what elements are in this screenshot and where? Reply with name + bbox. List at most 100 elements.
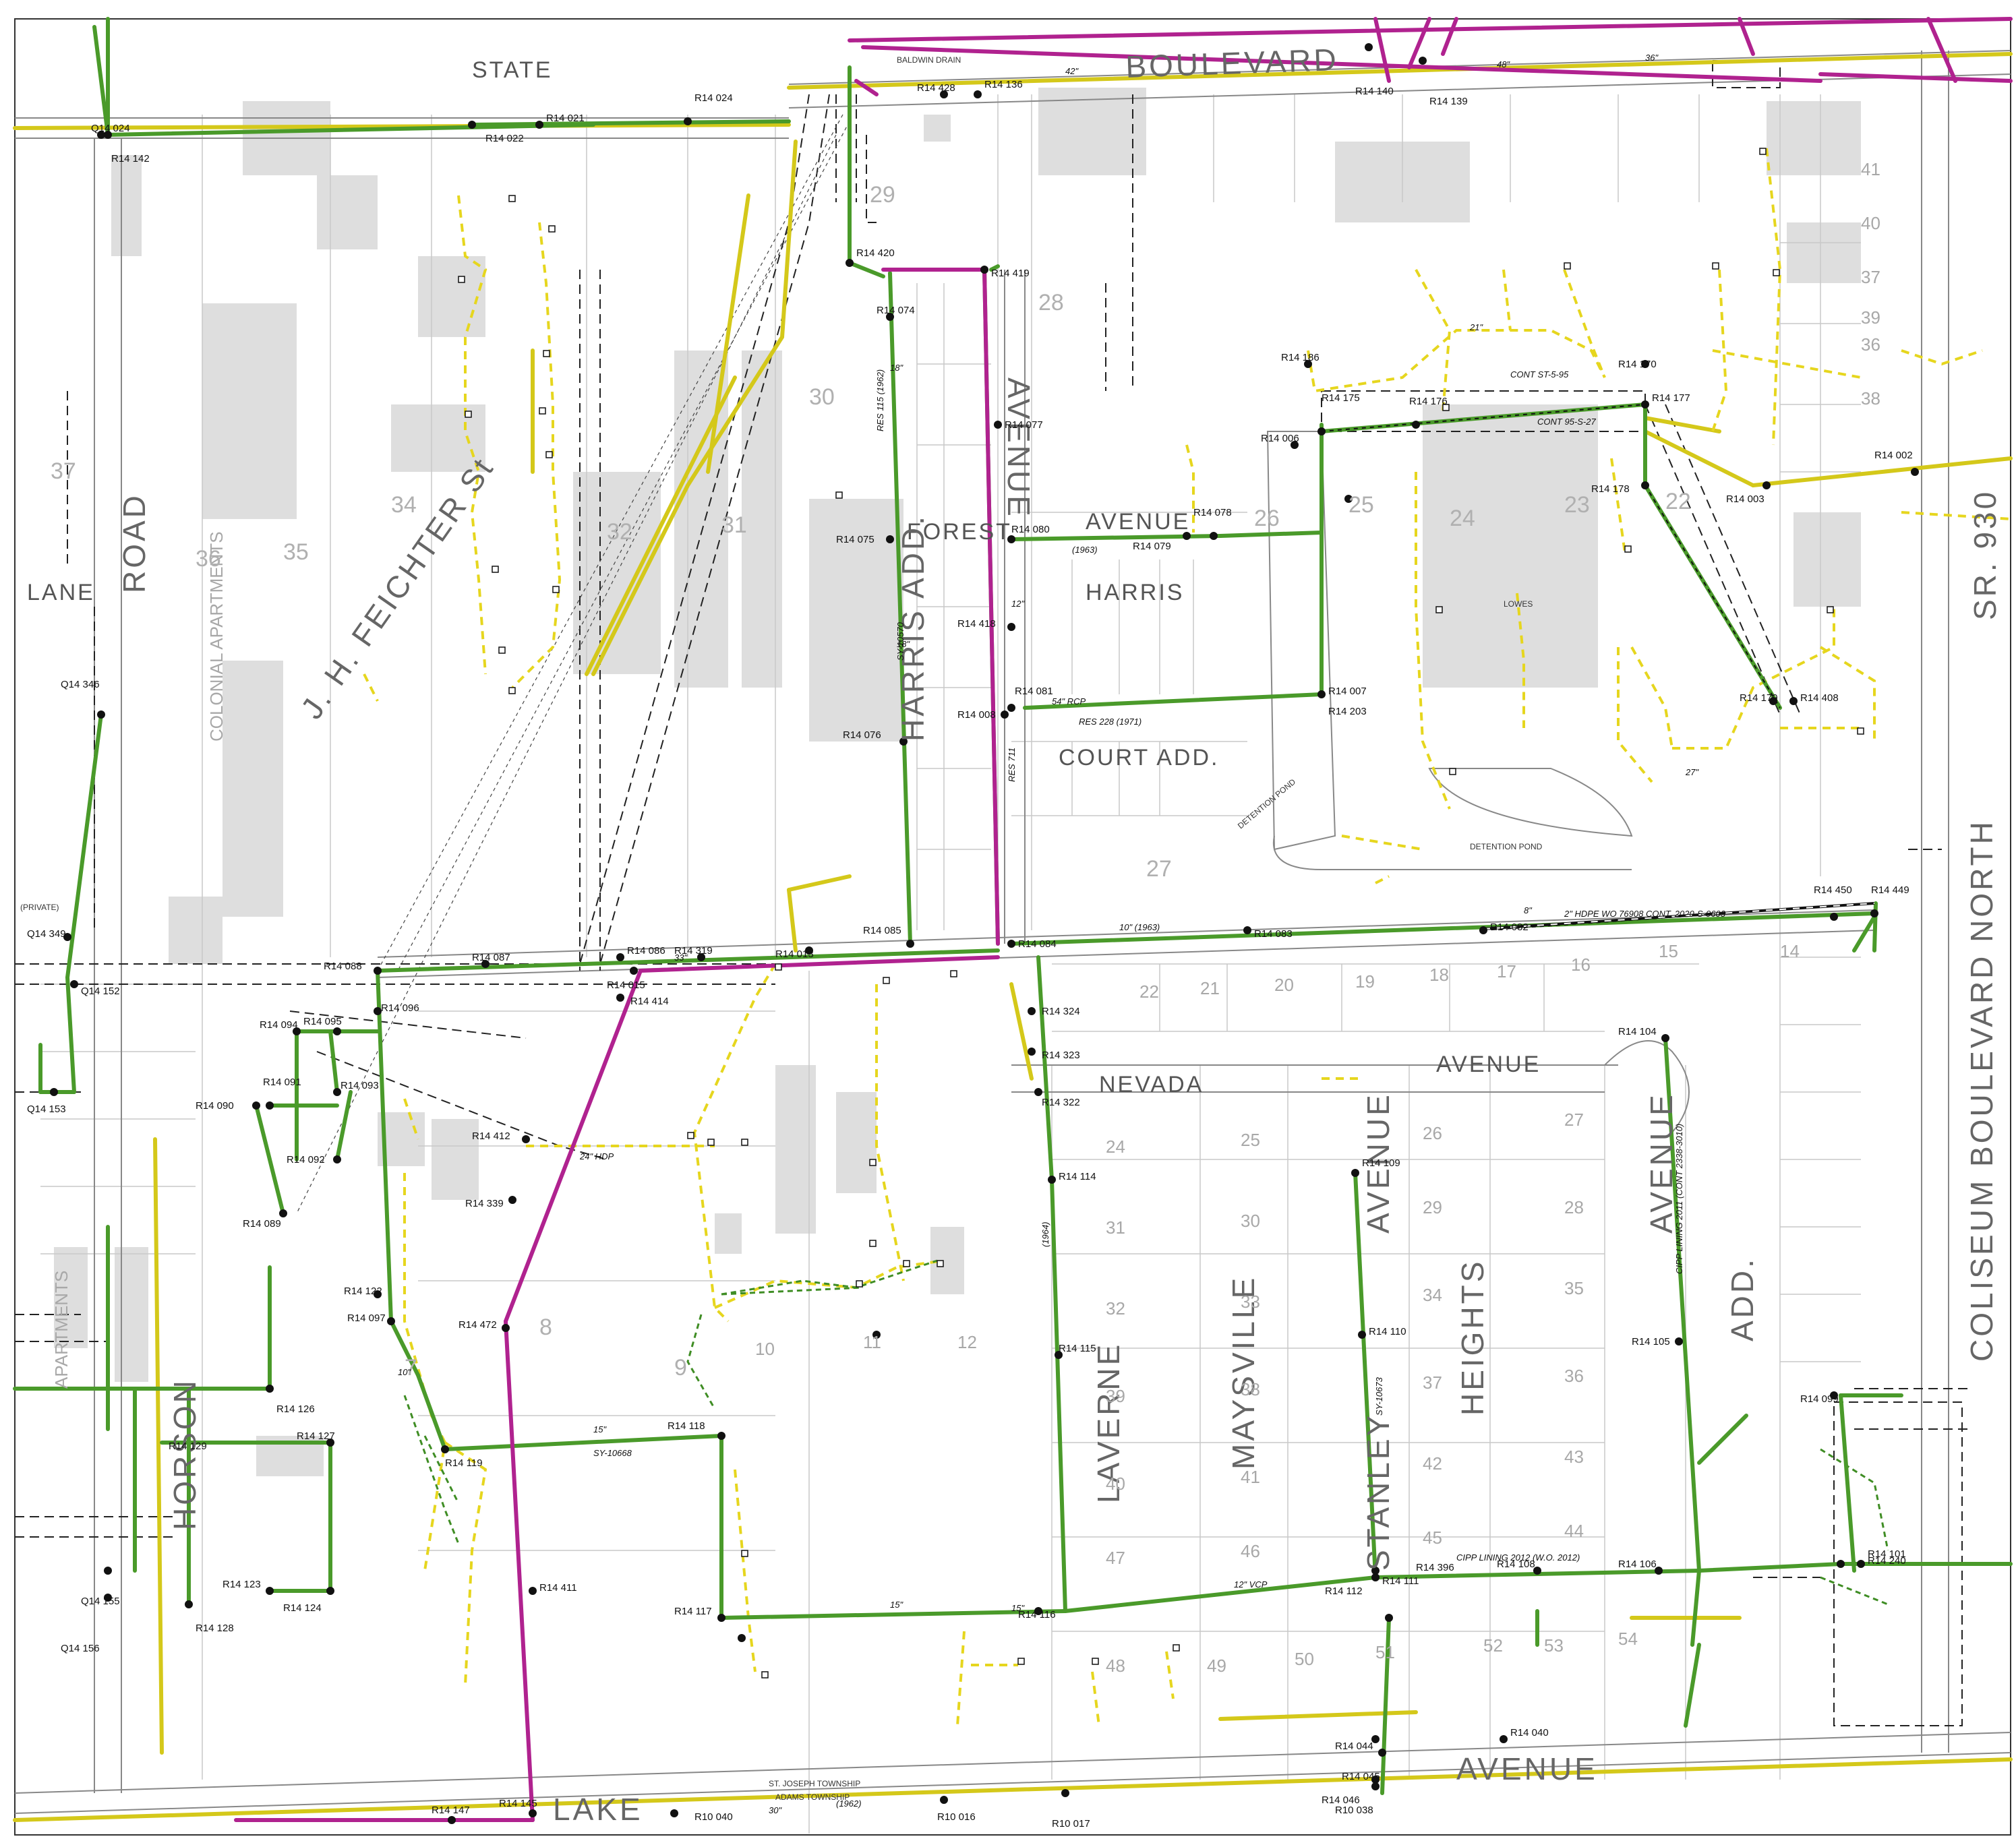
svg-text:30: 30 [1241, 1211, 1260, 1231]
svg-text:R14 179: R14 179 [1740, 692, 1778, 704]
svg-text:36": 36" [1645, 53, 1659, 63]
svg-text:R14 084: R14 084 [1018, 938, 1057, 950]
svg-text:35: 35 [283, 539, 309, 565]
svg-text:(1962): (1962) [836, 1798, 862, 1809]
svg-text:RES 228 (1971): RES 228 (1971) [1079, 717, 1142, 727]
street-state: STATE [472, 57, 553, 83]
svg-text:12: 12 [957, 1332, 977, 1352]
buildings-layer [54, 88, 1861, 1476]
svg-text:R14 324: R14 324 [1042, 1006, 1080, 1017]
street-coliseum: COLISEUM BOULEVARD NORTH [1964, 819, 1999, 1362]
svg-text:42: 42 [1423, 1453, 1442, 1474]
label-apartments: APARTMENTS [51, 1271, 71, 1389]
svg-text:50: 50 [1295, 1649, 1314, 1669]
svg-text:Q14 156: Q14 156 [61, 1643, 100, 1654]
svg-text:RES 115 (1962): RES 115 (1962) [875, 369, 885, 431]
svg-text:25: 25 [1348, 492, 1374, 518]
svg-text:R14 449: R14 449 [1871, 884, 1909, 896]
svg-text:11: 11 [863, 1332, 881, 1352]
svg-text:R14 115: R14 115 [1059, 1343, 1096, 1354]
svg-text:46: 46 [1241, 1541, 1260, 1561]
svg-text:Q14 346: Q14 346 [61, 679, 100, 690]
svg-text:R14 022: R14 022 [485, 133, 524, 144]
svg-text:R14 024: R14 024 [694, 92, 733, 104]
svg-text:R14 021: R14 021 [546, 113, 585, 124]
label-st-joseph: ST. JOSEPH TOWNSHIP [769, 1779, 860, 1788]
svg-text:R14 008: R14 008 [957, 709, 996, 721]
svg-text:R14 086: R14 086 [627, 945, 665, 957]
svg-text:R14 097: R14 097 [347, 1312, 386, 1324]
svg-text:R14 114: R14 114 [1059, 1171, 1096, 1182]
detention-pond [1266, 431, 1336, 851]
svg-text:R14 106: R14 106 [1618, 1559, 1657, 1570]
svg-text:R14 006: R14 006 [1261, 433, 1299, 444]
svg-text:R14 082: R14 082 [1490, 921, 1529, 933]
svg-text:26: 26 [1423, 1123, 1442, 1143]
svg-text:41: 41 [1241, 1467, 1260, 1487]
svg-text:22: 22 [1665, 489, 1691, 514]
svg-text:R14 046: R14 046 [1322, 1794, 1360, 1806]
svg-text:CIPP LINING 2011 (CONT 2338-30: CIPP LINING 2011 (CONT 2338-3010) [1674, 1124, 1684, 1274]
svg-text:R14 396: R14 396 [1416, 1562, 1454, 1573]
svg-text:SY-10673: SY-10673 [1374, 1377, 1384, 1416]
svg-text:15: 15 [1659, 941, 1678, 961]
svg-text:R14 108: R14 108 [1497, 1559, 1535, 1570]
street-avenue-east: AVENUE [1644, 1092, 1679, 1234]
svg-text:R14 128: R14 128 [196, 1623, 234, 1634]
pipe-labels: 54" RCP 18" 12" 18" 33" 15" 15" 15" 12" … [398, 53, 1726, 1815]
street-heights: HEIGHTS [1455, 1259, 1490, 1416]
svg-text:36: 36 [196, 546, 221, 572]
svg-text:R14 088: R14 088 [324, 961, 362, 972]
svg-text:R14 003: R14 003 [1726, 493, 1765, 505]
svg-text:33": 33" [674, 952, 688, 963]
svg-text:R14 078: R14 078 [1193, 507, 1232, 518]
street-forest: FOREST [907, 519, 1012, 545]
svg-text:38: 38 [1861, 388, 1880, 409]
svg-text:R14 096: R14 096 [381, 1002, 419, 1014]
svg-text:24: 24 [1450, 506, 1475, 531]
svg-text:48": 48" [1497, 59, 1510, 69]
svg-text:49: 49 [1207, 1656, 1226, 1676]
svg-text:7: 7 [405, 1355, 417, 1381]
svg-text:10" (1963): 10" (1963) [1119, 922, 1160, 932]
yellow-pipes [13, 52, 2013, 1822]
svg-text:R14 077: R14 077 [1005, 419, 1043, 431]
svg-text:Q14 153: Q14 153 [27, 1103, 66, 1115]
svg-text:R14 076: R14 076 [843, 729, 881, 741]
svg-text:R14 126: R14 126 [276, 1403, 315, 1415]
svg-text:R14 408: R14 408 [1800, 692, 1839, 704]
svg-text:54" RCP: 54" RCP [1052, 696, 1086, 706]
svg-text:36: 36 [1564, 1366, 1584, 1386]
hdpe-white-dash [1483, 903, 1875, 930]
svg-text:39: 39 [1861, 307, 1880, 328]
svg-text:R14 175: R14 175 [1322, 392, 1360, 404]
manholes-layer [50, 43, 1919, 1824]
svg-text:R14 074: R14 074 [877, 305, 915, 316]
svg-text:R14 101: R14 101 [1868, 1548, 1906, 1560]
svg-text:R10 040: R10 040 [694, 1811, 733, 1823]
svg-text:R14 116: R14 116 [1018, 1609, 1056, 1621]
svg-text:37: 37 [1861, 267, 1880, 287]
street-stanley: STANLEY [1361, 1413, 1396, 1571]
svg-text:R14 450: R14 450 [1814, 884, 1852, 896]
svg-text:R14 118: R14 118 [668, 1420, 705, 1432]
magenta-force-mains [234, 17, 2013, 1822]
svg-text:38: 38 [1241, 1379, 1260, 1399]
svg-text:R14 418: R14 418 [957, 618, 996, 630]
svg-text:R14 240: R14 240 [1868, 1555, 1906, 1567]
label-detention-pond-2: DETENTION POND [1470, 842, 1543, 851]
street-forest-avenue: AVENUE [1086, 509, 1190, 535]
svg-text:R14 122: R14 122 [344, 1286, 382, 1297]
svg-text:R14 087: R14 087 [472, 952, 510, 963]
svg-text:16: 16 [1571, 955, 1591, 975]
svg-text:R14 414: R14 414 [630, 996, 669, 1007]
svg-text:41: 41 [1861, 159, 1880, 179]
svg-text:33: 33 [1241, 1292, 1260, 1312]
svg-text:R14 090: R14 090 [196, 1100, 234, 1112]
svg-text:R14 178: R14 178 [1591, 483, 1630, 495]
svg-text:R10 016: R10 016 [937, 1811, 976, 1823]
street-sr930: SR. 930 [1967, 489, 2003, 620]
svg-text:21: 21 [1200, 978, 1220, 998]
svg-text:R14 104: R14 104 [1618, 1026, 1657, 1037]
label-colonial: COLONIAL APARTMENTS [206, 531, 227, 742]
